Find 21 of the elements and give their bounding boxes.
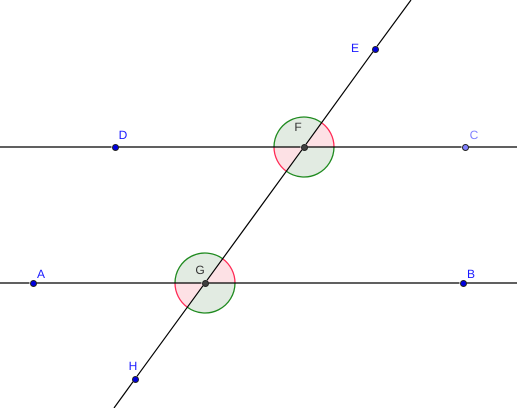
point-label: D [118, 129, 128, 141]
point-label: E [351, 42, 359, 54]
line [306, 51, 374, 145]
line [0, 282, 30, 284]
line [466, 282, 517, 284]
point-label: F [294, 121, 302, 133]
point-label: G [195, 264, 205, 276]
line [376, 0, 412, 47]
line [36, 282, 202, 284]
line [206, 149, 302, 281]
point-label: B [467, 268, 475, 280]
line [468, 146, 517, 148]
point-label: H [128, 360, 138, 372]
line [208, 282, 460, 284]
line [308, 146, 462, 148]
point-label: C [470, 129, 478, 141]
line [114, 381, 134, 408]
line [118, 146, 300, 148]
line [136, 285, 204, 377]
line [0, 146, 112, 148]
point-label: A [37, 268, 45, 280]
